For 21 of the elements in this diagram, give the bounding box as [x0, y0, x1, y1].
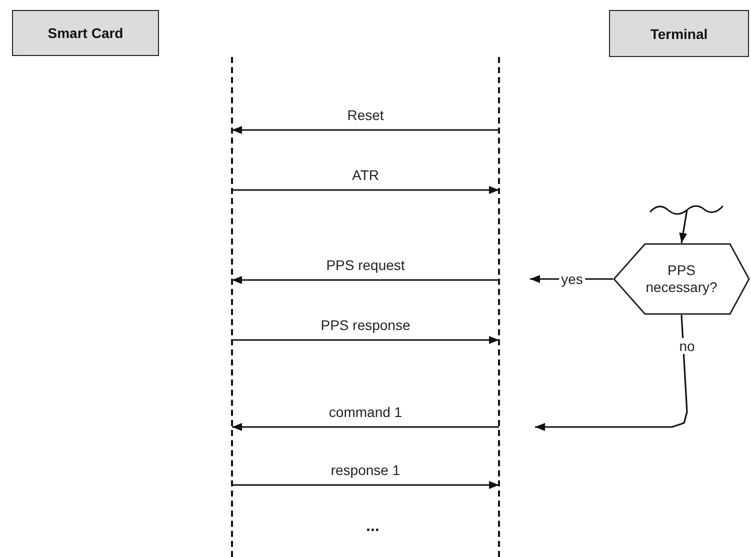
- edge-label: command 1: [326, 404, 404, 420]
- edge-label: no: [677, 338, 697, 354]
- edge-label: PPS response: [318, 317, 412, 333]
- participant-box: Smart Card: [12, 10, 159, 56]
- arrow: [232, 336, 499, 344]
- arrow: [232, 186, 499, 194]
- arrow: [232, 126, 499, 134]
- lifeline: [231, 57, 233, 557]
- ellipsis-text: ...: [366, 518, 380, 536]
- arrow: [232, 423, 499, 431]
- participant-box: Terminal: [609, 10, 749, 57]
- arrow: [679, 210, 688, 244]
- edge-label: ATR: [350, 167, 381, 183]
- edge-label: PPS request: [324, 257, 407, 273]
- decision-hexagon: PPS necessary?: [613, 243, 750, 315]
- edge-label: response 1: [328, 462, 402, 478]
- arrow: [535, 314, 688, 431]
- arrow: [232, 481, 499, 489]
- edge-label: Reset: [345, 107, 386, 123]
- arrow: [232, 276, 499, 284]
- lifeline: [498, 57, 500, 557]
